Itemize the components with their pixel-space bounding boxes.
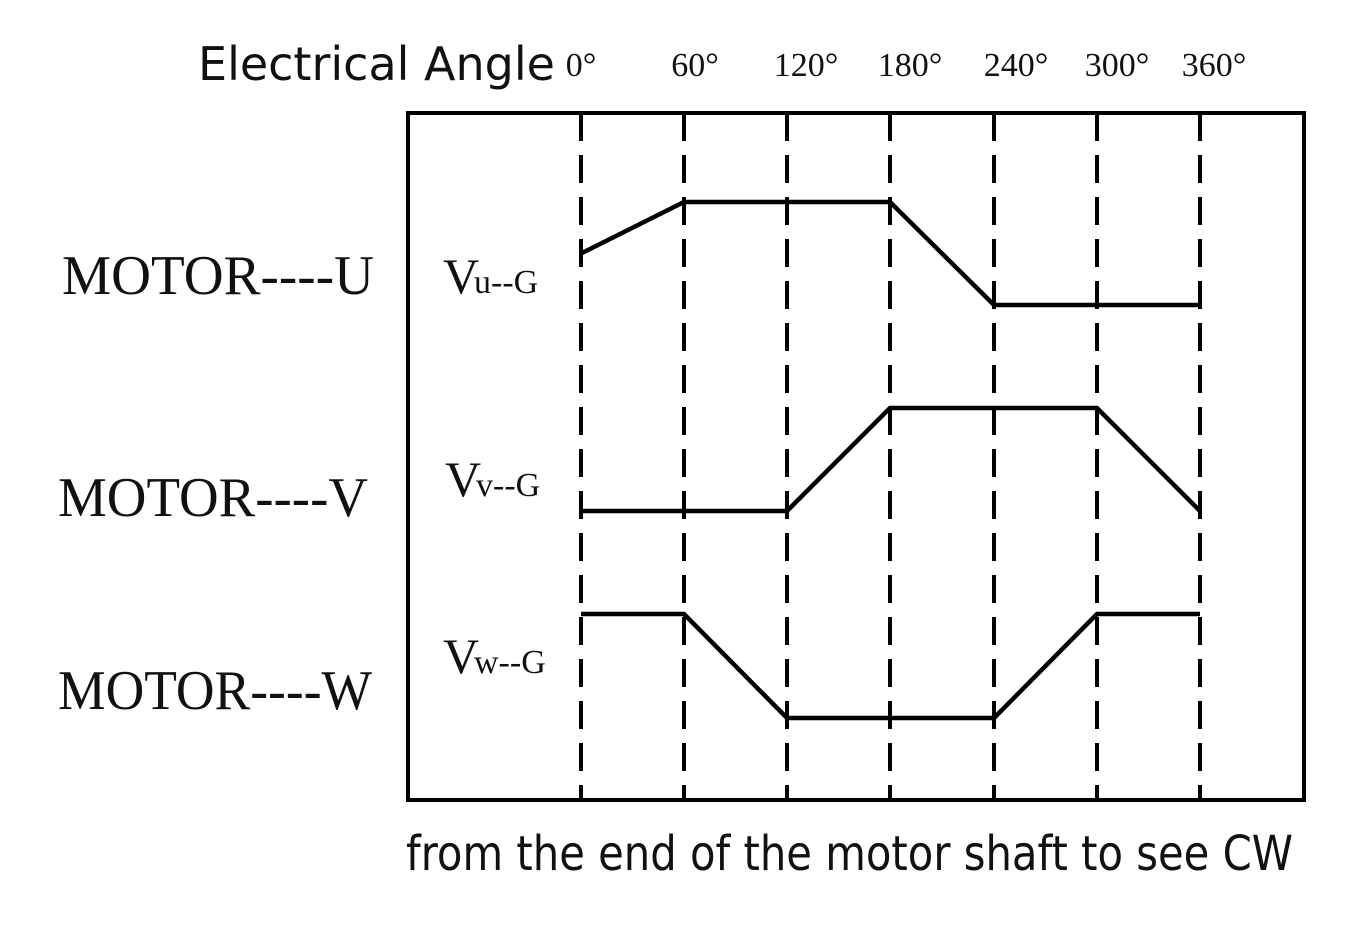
plot-frame xyxy=(406,111,1306,802)
signal-label-w-main: V xyxy=(443,628,479,684)
angle-gridlines xyxy=(579,113,1202,800)
motor-label-w: MOTOR----W xyxy=(58,660,372,722)
signal-label-w: V w--G xyxy=(443,628,546,684)
diagram-title: Electrical Angle xyxy=(198,37,555,91)
angle-tick-180: 180° xyxy=(878,47,943,84)
angle-tick-360: 360° xyxy=(1182,47,1247,84)
angle-tick-300: 300° xyxy=(1085,47,1150,84)
angle-tick-labels: 0° 60° 120° 180° 240° 300° 360° xyxy=(566,47,1247,84)
angle-tick-120: 120° xyxy=(774,47,839,84)
signal-label-u: V u--G xyxy=(443,248,538,304)
signal-label-v-main: V xyxy=(445,451,481,507)
signal-label-u-sub: u--G xyxy=(474,264,538,301)
signal-label-u-main: V xyxy=(443,248,479,304)
angle-tick-0: 0° xyxy=(566,47,597,84)
signal-label-v-sub: v--G xyxy=(476,467,540,504)
waveform-v xyxy=(581,405,1202,514)
motor-label-v: MOTOR----V xyxy=(58,467,368,529)
signal-label-v: V v--G xyxy=(445,451,540,507)
angle-tick-240: 240° xyxy=(984,47,1049,84)
caption: from the end of the motor shaft to see C… xyxy=(406,826,1293,882)
waveform-u xyxy=(579,199,1200,308)
waveform-w xyxy=(581,611,1200,721)
motor-label-u: MOTOR----U xyxy=(62,245,374,307)
angle-tick-60: 60° xyxy=(671,47,719,84)
signal-label-w-sub: w--G xyxy=(474,644,546,681)
